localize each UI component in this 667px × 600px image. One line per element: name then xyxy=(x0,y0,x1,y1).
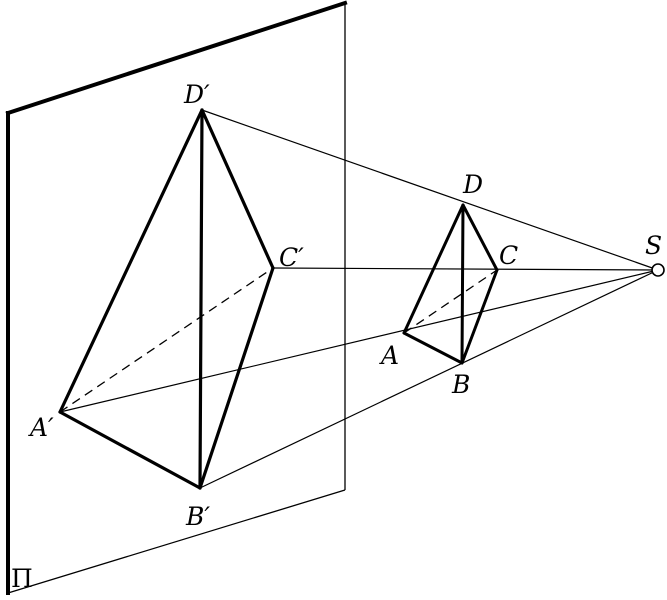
edge-b-d xyxy=(460,203,465,365)
projection-rays xyxy=(59,109,659,489)
edge-b-prime-c-prime xyxy=(198,266,275,490)
ray-s-a-prime xyxy=(59,269,659,413)
ray-s-b-prime xyxy=(199,269,659,489)
projected-pyramid xyxy=(58,108,275,490)
label-a: A xyxy=(379,341,399,370)
label-c: C xyxy=(499,241,518,270)
plane-bottom-edge xyxy=(7,489,346,594)
edge-a-prime-b-prime xyxy=(58,410,202,490)
edge-a-prime-c-prime-hidden xyxy=(59,267,274,413)
original-pyramid xyxy=(402,203,499,365)
plane-label: Π xyxy=(11,564,33,593)
edge-a-b xyxy=(402,331,464,365)
edge-a-d xyxy=(402,203,465,335)
label-b-prime: B′ xyxy=(185,502,210,531)
edge-b-c xyxy=(460,268,499,365)
ray-s-c-prime xyxy=(272,267,659,271)
label-c-prime: C′ xyxy=(279,243,304,272)
projection-plane xyxy=(5,0,348,595)
label-s: S xyxy=(645,231,662,260)
edge-c-prime-d-prime xyxy=(200,108,275,270)
label-d-prime: D′ xyxy=(183,80,210,109)
label-d: D xyxy=(462,170,483,199)
edge-c-d xyxy=(461,203,499,272)
ray-s-d-prime xyxy=(201,109,659,271)
label-a-prime: A′ xyxy=(28,413,54,442)
edge-a-prime-d-prime xyxy=(58,108,204,414)
center-point-s xyxy=(651,263,665,277)
plane-top-edge xyxy=(5,0,348,116)
label-b: B xyxy=(451,370,470,399)
edge-b-prime-d-prime xyxy=(198,108,204,490)
edge-a-c-hidden xyxy=(403,269,498,334)
